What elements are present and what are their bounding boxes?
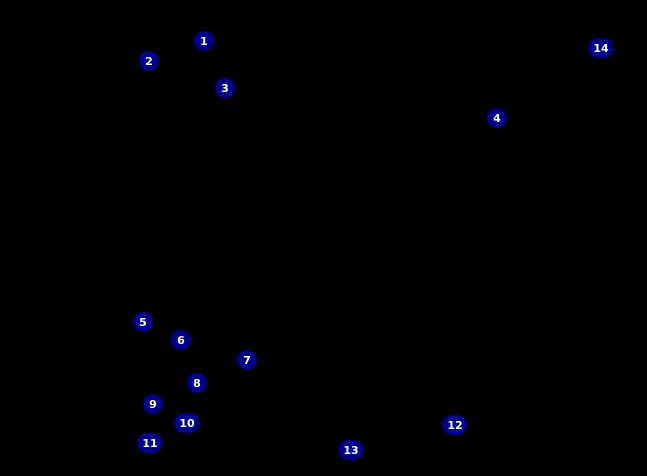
som-marker-4[interactable]: 4	[487, 108, 507, 128]
som-marker-6[interactable]: 6	[171, 330, 191, 350]
som-marker-13[interactable]: 13	[338, 440, 364, 460]
som-marker-3[interactable]: 3	[215, 78, 235, 98]
som-marker-12[interactable]: 12	[442, 415, 468, 435]
som-marker-10[interactable]: 10	[174, 413, 200, 433]
som-marker-8[interactable]: 8	[187, 373, 207, 393]
som-marker-14[interactable]: 14	[588, 38, 614, 58]
som-marker-9[interactable]: 9	[143, 394, 163, 414]
som-marker-2[interactable]: 2	[139, 51, 159, 71]
som-marker-11[interactable]: 11	[137, 433, 163, 453]
som-marker-7[interactable]: 7	[237, 350, 257, 370]
som-marker-1[interactable]: 1	[194, 31, 214, 51]
som-marker-5[interactable]: 5	[133, 312, 153, 332]
